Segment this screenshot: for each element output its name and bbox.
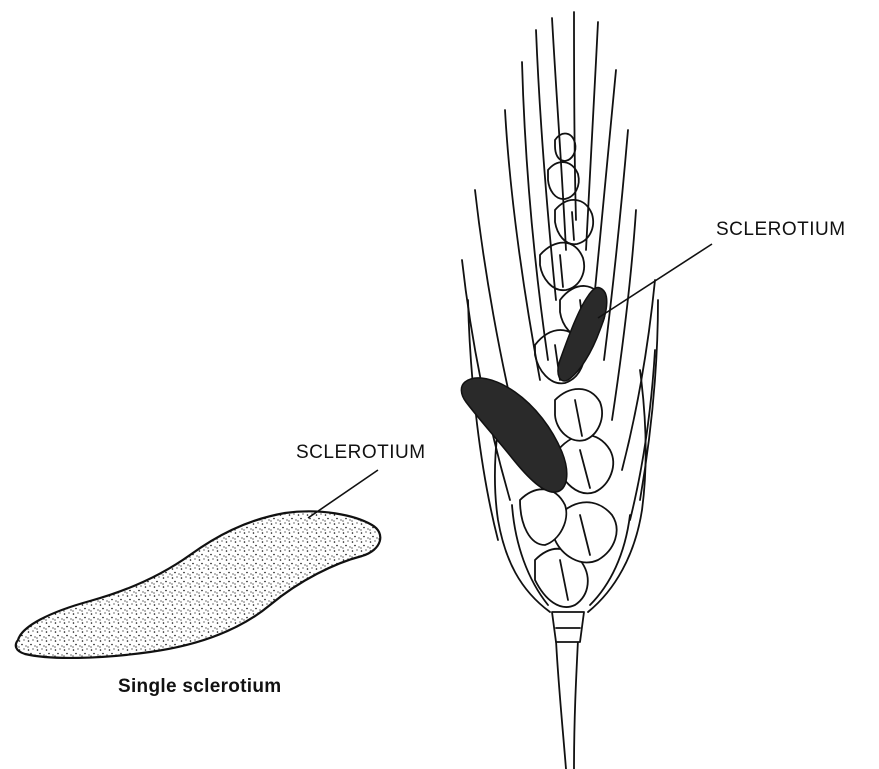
single-sclerotium (16, 470, 380, 658)
single-leader-line (308, 470, 378, 518)
stem (552, 612, 584, 769)
single-sclerotium-label: SCLEROTIUM (296, 442, 426, 464)
ear-sclerotium-label: SCLEROTIUM (716, 219, 846, 241)
ear-leader-line (598, 244, 712, 318)
lower-sclerotium (461, 378, 566, 492)
single-sclerotium-caption: Single sclerotium (118, 676, 281, 698)
